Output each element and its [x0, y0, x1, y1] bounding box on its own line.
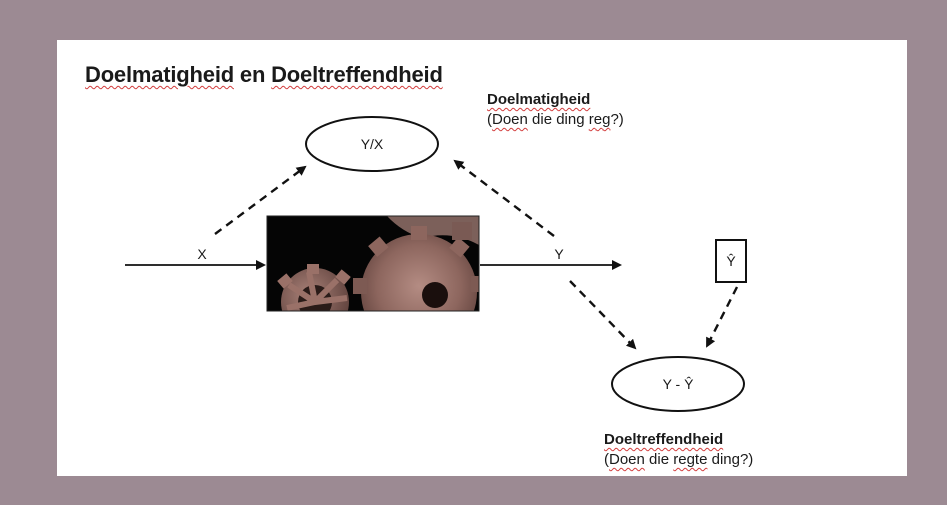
efficiency-question: (Doen die ding reg?) [487, 110, 624, 130]
efficiency-heading: Doelmatigheid [487, 91, 591, 108]
slide: Doelmatigheid en Doeltreffendheid Doelma… [57, 40, 907, 476]
dashed-arrow-input-to-ratio [214, 165, 307, 235]
title-word-doeltreffendheid: Doeltreffendheid [271, 62, 443, 87]
dashed-arrow-output-to-ratio [453, 159, 555, 237]
efficiency-question-close: ?) [610, 111, 624, 128]
target-box [715, 239, 747, 283]
gears-image [267, 216, 479, 311]
dashed-arrow-target-to-difference [705, 286, 739, 348]
gear-tooth-top-right [452, 222, 472, 240]
effectiveness-question-regte: regte [673, 451, 708, 468]
output-label: Y [554, 246, 564, 262]
input-label: X [197, 246, 207, 262]
target-label: Ŷ [726, 253, 736, 269]
effectiveness-label: Doeltreffendheid (Doen die regte ding?) [604, 430, 753, 470]
title-word-en: en [239, 62, 266, 87]
dashed-arrow-output-to-difference [569, 280, 637, 350]
gear-large [353, 226, 479, 311]
difference-label: Y - Ŷ [663, 376, 695, 392]
effectiveness-question-doen: Doen [609, 451, 645, 468]
efficiency-question-die-ding: die ding [532, 111, 585, 128]
difference-ellipse [611, 356, 745, 412]
effectiveness-heading: Doeltreffendheid [604, 431, 724, 448]
effectiveness-question-ding: ding?) [711, 451, 754, 468]
effectiveness-question: (Doen die regte ding?) [604, 450, 753, 470]
slide-title: Doelmatigheid en Doeltreffendheid [85, 62, 443, 88]
effectiveness-question-open: ( [604, 451, 609, 468]
title-word-doelmatigheid: Doelmatigheid [85, 62, 234, 87]
gears-image-border [266, 215, 480, 312]
efficiency-question-reg: reg [588, 111, 611, 128]
process-diagram: Y/X Y - Ŷ Ŷ X Y [125, 116, 747, 412]
efficiency-label: Doelmatigheid (Doen die ding reg?) [487, 90, 624, 130]
gear-small [277, 264, 351, 311]
efficiency-question-open: ( [487, 111, 492, 128]
effectiveness-question-die: die [649, 451, 670, 468]
ratio-ellipse [305, 116, 439, 172]
ratio-label: Y/X [361, 136, 384, 152]
efficiency-question-doen: Doen [492, 111, 528, 128]
